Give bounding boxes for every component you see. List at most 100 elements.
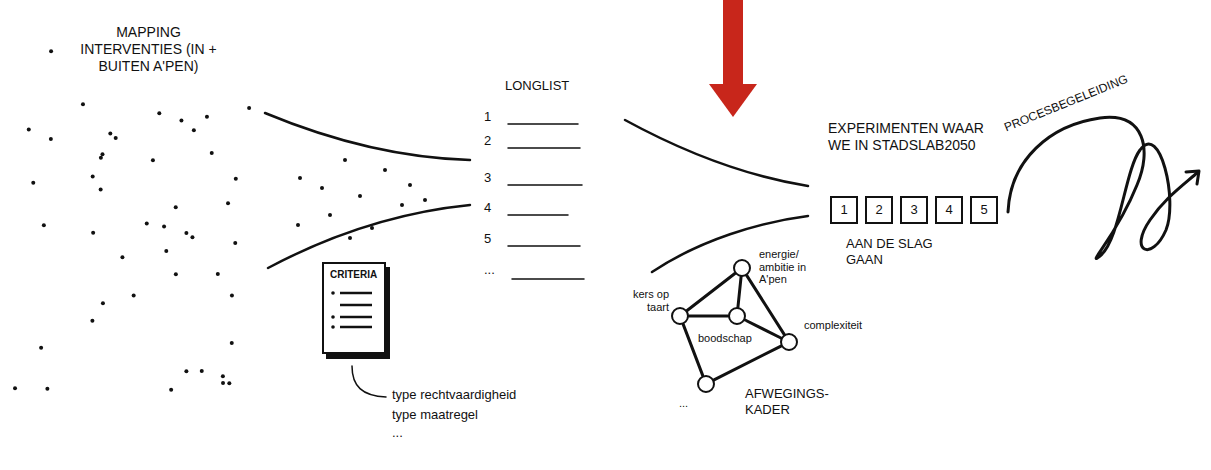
funnel-line bbox=[268, 205, 470, 268]
scatter-dot bbox=[99, 156, 103, 160]
scatter-dot bbox=[91, 231, 95, 235]
process-scribble bbox=[1008, 117, 1198, 258]
text-line bbox=[340, 291, 372, 294]
criterion-circle: boodschap bbox=[728, 307, 746, 325]
scatter-dot bbox=[192, 128, 196, 132]
list-number: 1 bbox=[484, 109, 491, 125]
scatter-dot bbox=[42, 223, 46, 227]
bullet bbox=[331, 315, 335, 319]
scatter-dot bbox=[400, 203, 404, 207]
scatter-dot bbox=[101, 301, 105, 305]
scatter-dot bbox=[227, 381, 231, 385]
scatter-dot bbox=[49, 137, 53, 141]
bullet bbox=[331, 291, 335, 295]
text-line bbox=[340, 315, 372, 318]
criteria-note: ... bbox=[392, 425, 403, 441]
funnel-line bbox=[625, 120, 808, 186]
criterion-label: boodschap bbox=[698, 332, 752, 345]
scatter-dot bbox=[296, 223, 300, 227]
scatter-dot bbox=[157, 111, 161, 115]
scatter-dot bbox=[151, 158, 155, 162]
scatter-dot bbox=[210, 151, 214, 155]
experiment-box: 2 bbox=[865, 196, 893, 224]
scatter-dot bbox=[348, 236, 352, 240]
list-number: 5 bbox=[484, 231, 491, 247]
scatter-dot bbox=[221, 374, 225, 378]
scatter-dot bbox=[358, 194, 362, 198]
scatter-dot bbox=[221, 381, 225, 385]
list-line bbox=[512, 278, 584, 280]
experiment-box: 3 bbox=[900, 196, 928, 224]
framework-connector bbox=[687, 274, 735, 311]
box-number: 5 bbox=[980, 203, 987, 218]
criterion-circle: ... bbox=[697, 375, 715, 393]
scatter-dot bbox=[45, 387, 49, 391]
scatter-dot bbox=[234, 177, 238, 181]
box-number: 3 bbox=[910, 203, 917, 218]
scatter-dot bbox=[90, 319, 94, 323]
red-arrow-head bbox=[709, 84, 757, 117]
list-number: 2 bbox=[484, 133, 491, 149]
experiment-box: 4 bbox=[935, 196, 963, 224]
framework-label: AFWEGINGS- KADER bbox=[745, 386, 840, 417]
criterion-circle: kers op taart bbox=[671, 307, 689, 325]
criterion-circle: complexiteit bbox=[780, 333, 798, 351]
scatter-dot bbox=[162, 224, 166, 228]
scatter-dot bbox=[99, 188, 103, 192]
list-line bbox=[508, 245, 580, 247]
list-heading: LONGLIST bbox=[505, 78, 569, 94]
scatter-dot bbox=[169, 388, 173, 392]
scatter-dot bbox=[328, 213, 332, 217]
experiments-text: AAN DE SLAG GAAN bbox=[846, 236, 964, 267]
scatter-dot bbox=[164, 249, 168, 253]
document-lines bbox=[330, 287, 378, 335]
list-line bbox=[508, 147, 580, 149]
experiments-text: EXPERIMENTEN WAAR WE IN STADSLAB2050 bbox=[828, 120, 1010, 154]
text-line bbox=[340, 303, 372, 306]
bullet bbox=[331, 325, 335, 329]
experiment-box: 5 bbox=[970, 196, 998, 224]
criterion-circle: energie/ ambitie in A'pen bbox=[733, 259, 751, 277]
document-title: CRITERIA bbox=[330, 269, 378, 281]
scatter-dot bbox=[120, 255, 124, 259]
scribble-arrow-head bbox=[1186, 171, 1199, 184]
experiment-box: 1 bbox=[830, 196, 858, 224]
list-line bbox=[508, 123, 578, 125]
text-line bbox=[340, 325, 372, 328]
criterion-label: ... bbox=[679, 397, 688, 410]
scatter-dot bbox=[423, 198, 427, 202]
scatter-dot bbox=[205, 115, 209, 119]
box-number: 2 bbox=[875, 203, 882, 218]
scatter-dot bbox=[216, 272, 220, 276]
scatter-dot bbox=[114, 136, 118, 140]
scatter-dot bbox=[230, 293, 234, 297]
criteria-document: CRITERIA bbox=[322, 262, 386, 354]
scatter-dot bbox=[145, 222, 149, 226]
scatter-dot bbox=[343, 158, 347, 162]
box-number: 4 bbox=[945, 203, 952, 218]
scatter-dot bbox=[230, 341, 234, 345]
list-number: 4 bbox=[484, 200, 491, 216]
scatter-dot bbox=[81, 102, 85, 106]
scatter-dot bbox=[174, 272, 178, 276]
scatter-dot bbox=[408, 183, 412, 187]
scatter-dot bbox=[200, 369, 204, 373]
scatter-dot bbox=[226, 201, 230, 205]
leader-line bbox=[352, 366, 386, 397]
funnel-line bbox=[265, 113, 470, 160]
scatter-dot bbox=[184, 369, 188, 373]
list-line bbox=[508, 184, 582, 186]
scatter-dot bbox=[174, 205, 178, 209]
criterion-label: kers op taart bbox=[621, 288, 669, 313]
scatter-dot bbox=[27, 127, 31, 131]
criterion-label: energie/ ambitie in A'pen bbox=[759, 248, 819, 286]
framework-connector bbox=[738, 277, 741, 307]
scatter-dot bbox=[91, 175, 95, 179]
scatter-dot bbox=[233, 241, 237, 245]
red-arrow bbox=[723, 0, 743, 86]
framework-connector bbox=[714, 346, 781, 380]
scatter-dot bbox=[39, 346, 43, 350]
mapping-title: MAPPING INTERVENTIES (IN + BUITEN A'PEN) bbox=[66, 24, 231, 74]
list-number: ... bbox=[484, 262, 495, 278]
